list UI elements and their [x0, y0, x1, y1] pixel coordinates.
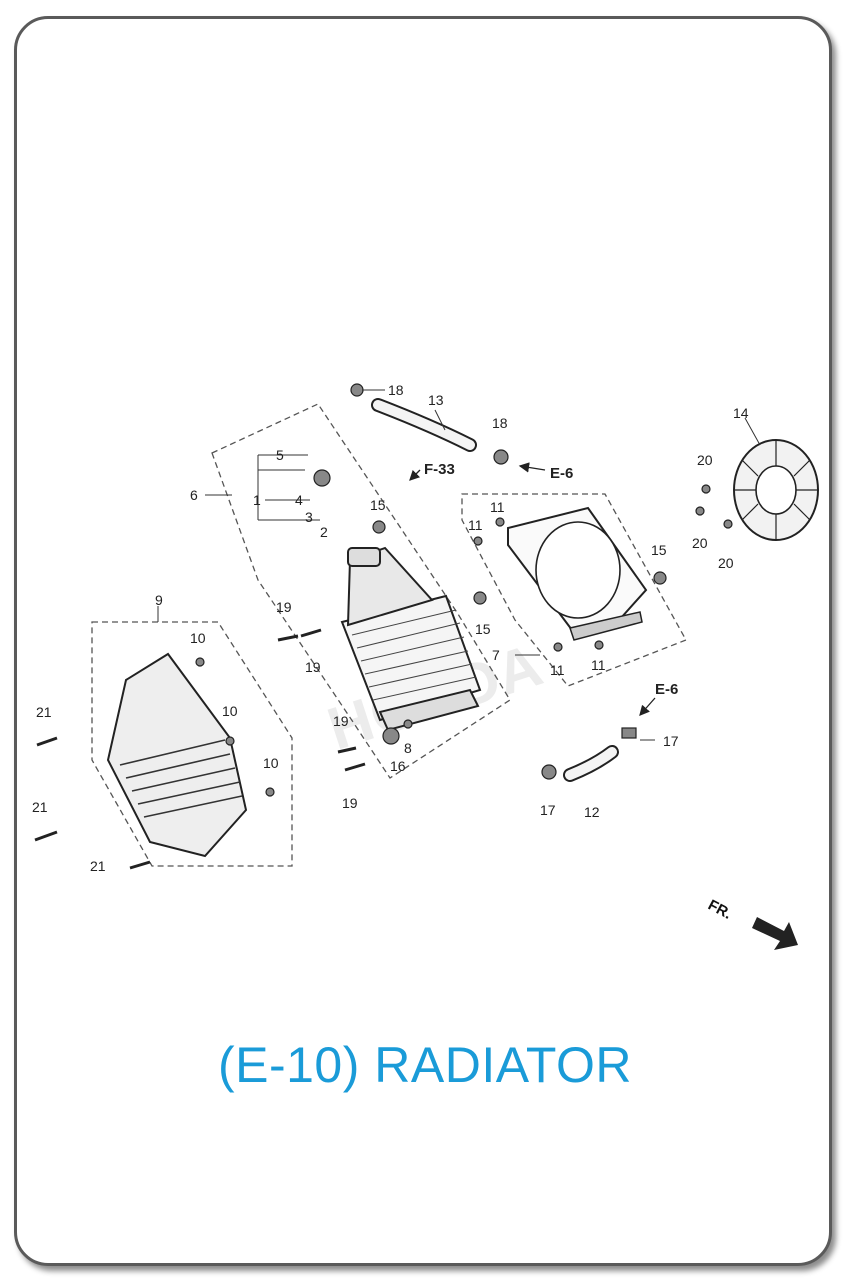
callout-3: 3	[305, 509, 313, 525]
cooling-fan	[733, 439, 819, 541]
callout-10b: 10	[222, 703, 238, 719]
callout-7: 7	[492, 647, 500, 663]
radiator-cover	[106, 652, 248, 858]
callout-numbers: 1 2 3 4 5 6 7 8 9 10 10 10 11 11 11 11 1…	[32, 382, 749, 874]
callout-11c: 11	[550, 662, 565, 678]
page-title: (E-10) RADIATOR	[217, 1037, 633, 1093]
callout-11a: 11	[468, 517, 483, 533]
callout-15b: 15	[475, 621, 491, 637]
callout-18b: 18	[492, 415, 508, 431]
lower-hose	[565, 747, 617, 780]
ref-e6-bottom: E-6	[655, 681, 678, 698]
direction-label: FR.	[705, 897, 734, 923]
callout-11d: 11	[591, 657, 606, 673]
callout-13: 13	[428, 392, 444, 408]
front-direction-indicator: FR.	[705, 897, 798, 950]
callout-11b: 11	[490, 499, 505, 515]
callout-15c: 15	[651, 542, 667, 558]
callout-16: 16	[390, 758, 406, 774]
bolts	[34, 628, 366, 870]
callout-19b: 19	[305, 659, 321, 675]
callout-20a: 20	[697, 452, 713, 468]
callout-20b: 20	[692, 535, 708, 551]
callout-10a: 10	[190, 630, 206, 646]
callout-14: 14	[733, 405, 749, 421]
callout-2: 2	[320, 524, 328, 540]
callout-17a: 17	[540, 802, 556, 818]
ref-e6-top: E-6	[550, 465, 573, 482]
callout-20c: 20	[718, 555, 734, 571]
callout-1: 1	[253, 492, 261, 508]
callout-10c: 10	[263, 755, 279, 771]
callout-19c: 19	[333, 713, 349, 729]
callout-17b: 17	[663, 733, 679, 749]
callout-6: 6	[190, 487, 198, 503]
callout-8: 8	[404, 740, 412, 756]
ref-f33: F-33	[424, 461, 455, 478]
callout-19a: 19	[276, 599, 292, 615]
radiator-core	[340, 546, 482, 732]
callout-21b: 21	[32, 799, 48, 815]
callout-12: 12	[584, 804, 600, 820]
callout-19d: 19	[342, 795, 358, 811]
callout-18a: 18	[388, 382, 404, 398]
callout-4: 4	[295, 492, 303, 508]
callout-15a: 15	[370, 497, 386, 513]
upper-hose	[373, 400, 475, 450]
group-boxes	[91, 403, 687, 867]
callout-5: 5	[276, 447, 284, 463]
callout-9: 9	[155, 592, 163, 608]
fan-shroud	[507, 506, 648, 641]
callout-21a: 21	[36, 704, 52, 720]
leader-lines	[157, 389, 761, 741]
callout-21c: 21	[90, 858, 106, 874]
